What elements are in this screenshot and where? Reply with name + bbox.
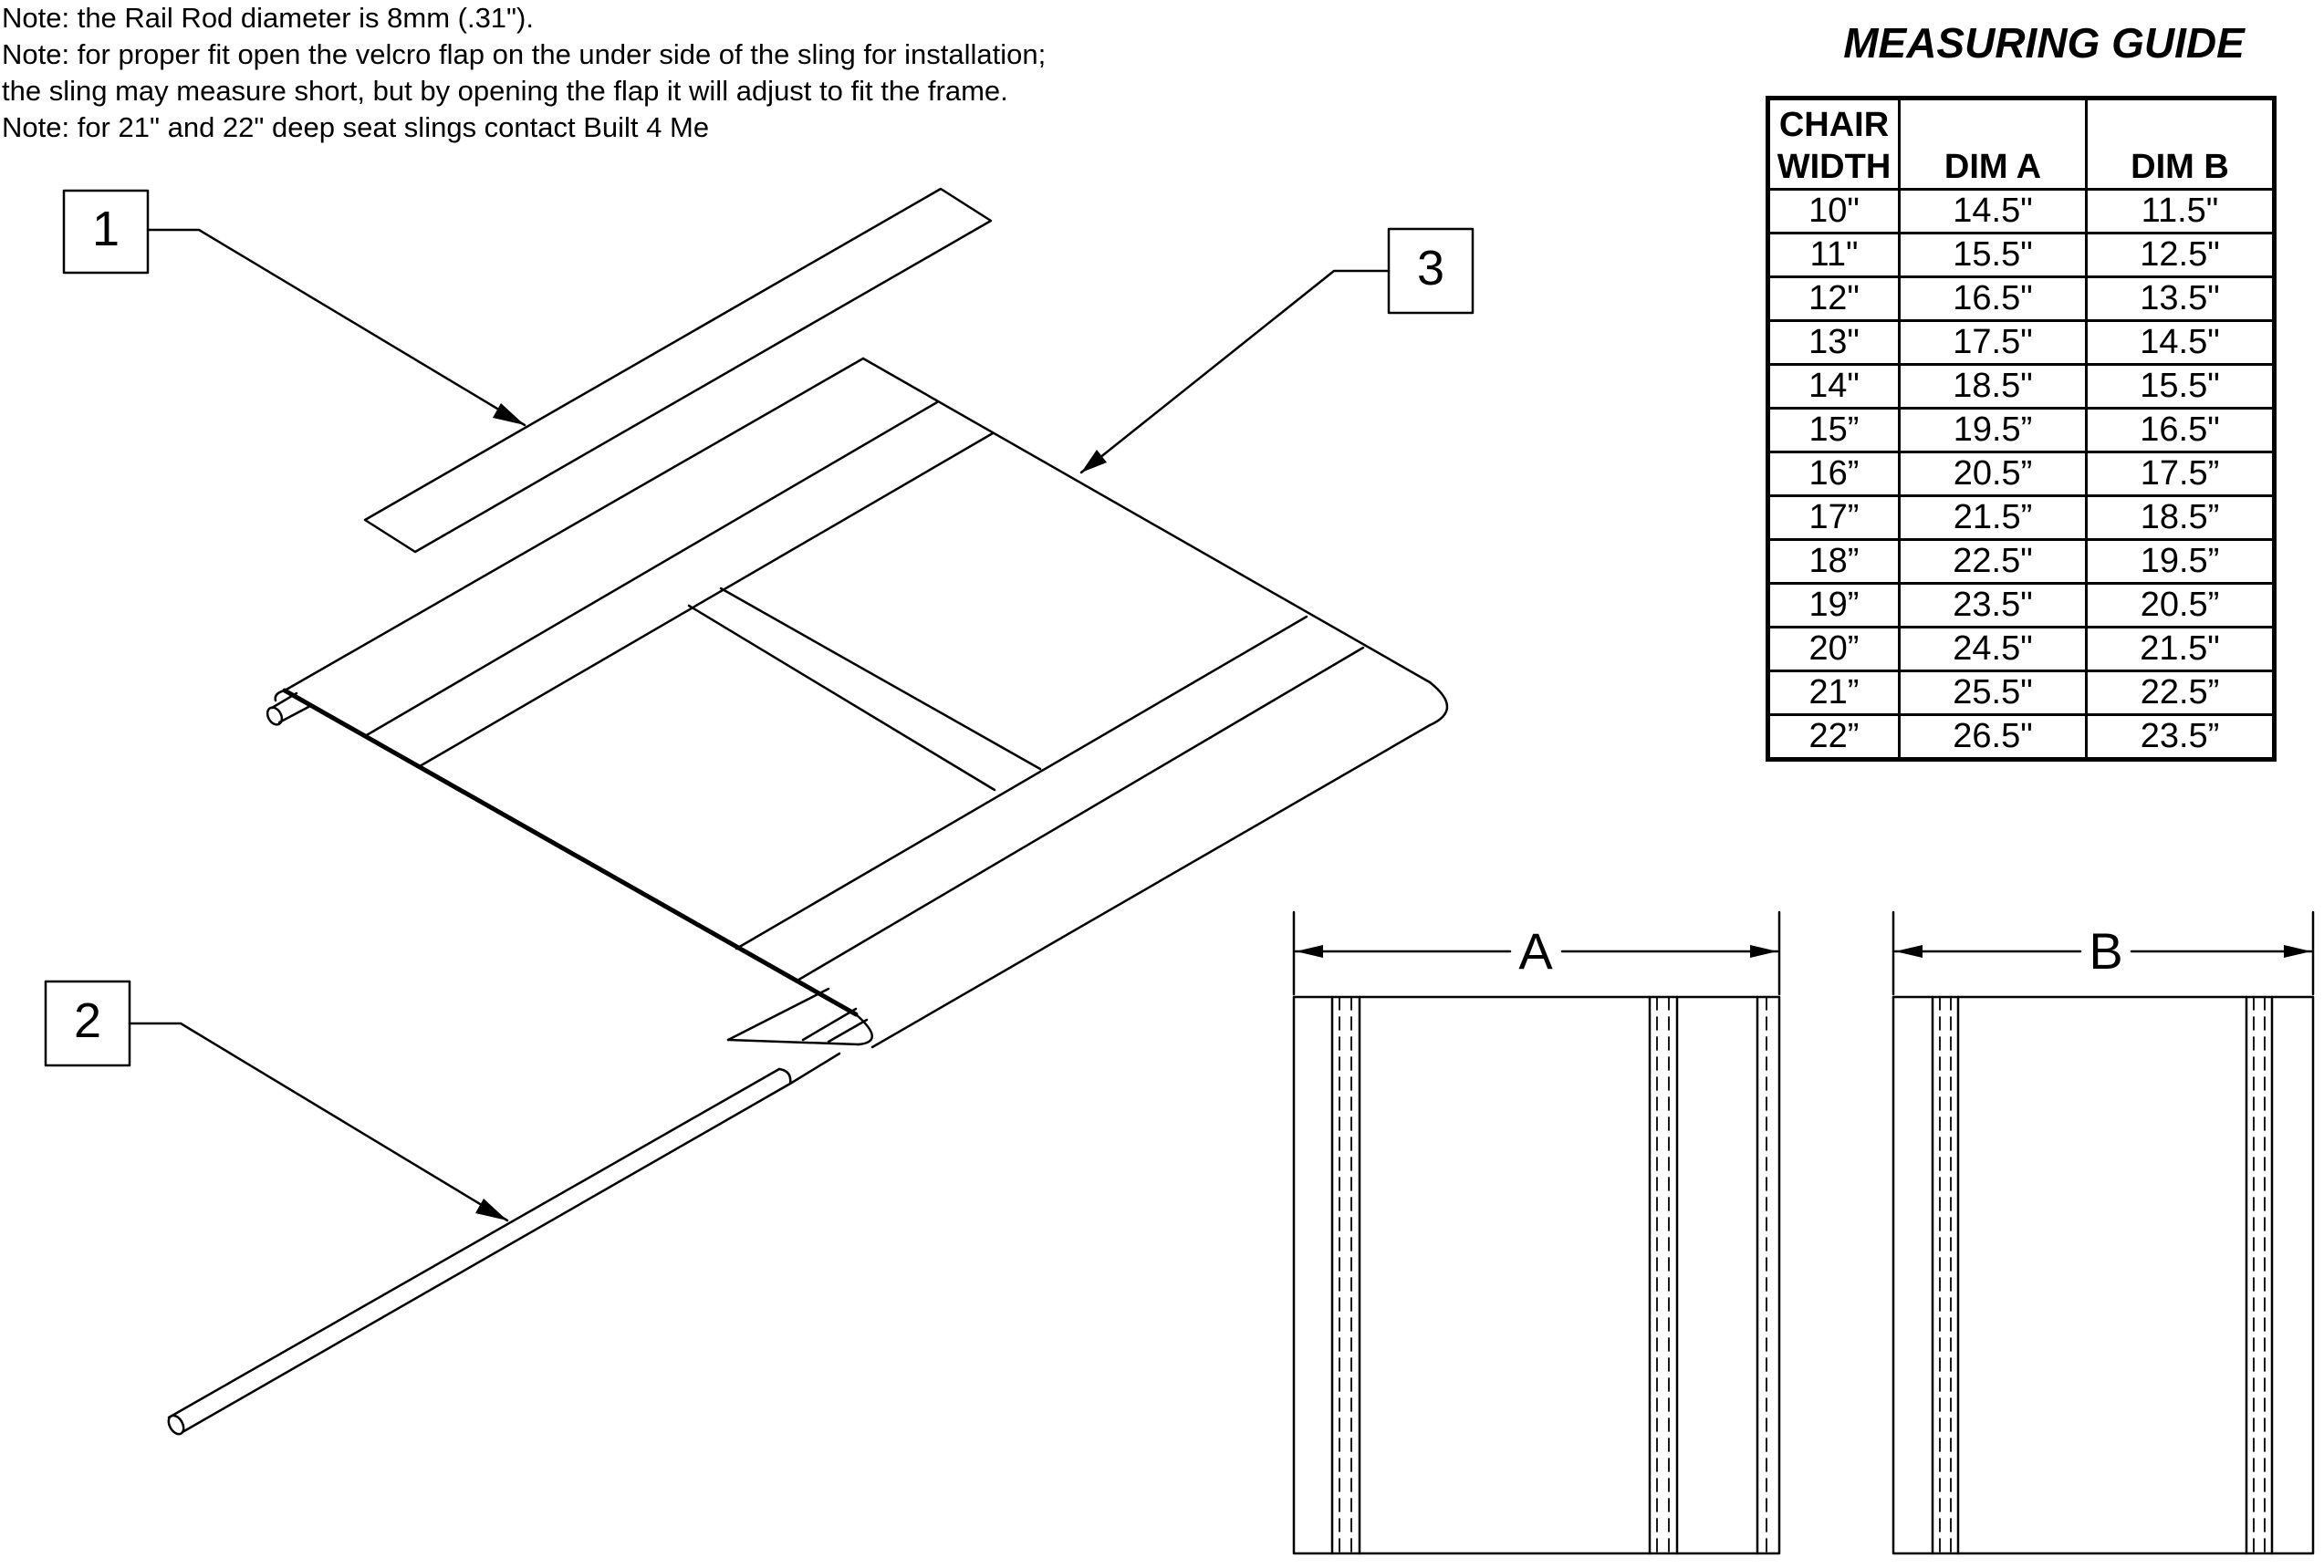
table-header-row: CHAIR WIDTH DIM A DIM B [1766, 97, 2276, 191]
cell-chair-width: 12" [1766, 275, 1901, 322]
table-row: 16”20.5”17.5” [1766, 451, 2276, 497]
table-row: 12"16.5"13.5" [1766, 275, 2276, 322]
cell-chair-width: 14" [1766, 363, 1901, 410]
cell-chair-width: 19” [1766, 582, 1901, 628]
cell-chair-width: 20” [1766, 626, 1901, 672]
cell-dim-b: 17.5” [2085, 451, 2276, 497]
leader-line-3 [1079, 269, 1391, 474]
cell-dim-b: 11.5" [2085, 188, 2276, 234]
table-row: 19”23.5"20.5” [1766, 582, 2276, 628]
cell-dim-b: 13.5" [2085, 275, 2276, 322]
measuring-guide-body: 10"14.5"11.5"11"15.5"12.5"12"16.5"13.5"1… [1766, 188, 2276, 761]
cell-dim-b: 16.5" [2085, 407, 2276, 453]
cell-dim-b: 21.5" [2085, 626, 2276, 672]
cell-dim-a: 21.5” [1898, 494, 2088, 541]
cell-dim-a: 24.5" [1898, 626, 2088, 672]
cell-dim-b: 18.5” [2085, 494, 2276, 541]
header-chair-width: CHAIR WIDTH [1766, 97, 1901, 191]
dimension-view-b [1892, 910, 2315, 1555]
cell-dim-a: 19.5” [1898, 407, 2088, 453]
note-rail-rod: Note: the Rail Rod diameter is 8mm (.31"… [2, 2, 534, 34]
measuring-guide-table: CHAIR WIDTH DIM A DIM B 10"14.5"11.5"11"… [1766, 96, 2277, 762]
cell-dim-a: 14.5" [1898, 188, 2088, 234]
cell-chair-width: 17” [1766, 494, 1901, 541]
cell-dim-a: 18.5" [1898, 363, 2088, 410]
cell-dim-a: 16.5" [1898, 275, 2088, 322]
table-row: 10"14.5"11.5" [1766, 188, 2276, 234]
cell-dim-a: 26.5" [1898, 713, 2088, 761]
cell-dim-a: 17.5" [1898, 319, 2088, 366]
cell-chair-width: 13" [1766, 319, 1901, 366]
callout-label-2: 2 [74, 993, 101, 1048]
table-row: 11"15.5"12.5" [1766, 232, 2276, 278]
cell-dim-a: 15.5" [1898, 232, 2088, 278]
cell-chair-width: 21” [1766, 670, 1901, 716]
dimension-label-a: A [1518, 922, 1553, 980]
callout-label-1: 1 [92, 202, 120, 256]
cell-dim-a: 22.5" [1898, 538, 2088, 585]
velcro-strip [363, 187, 993, 554]
header-dim-b: DIM B [2085, 97, 2276, 191]
cell-chair-width: 22” [1766, 713, 1901, 761]
cell-dim-b: 20.5” [2085, 582, 2276, 628]
installation-notes: Note: the Rail Rod diameter is 8mm (.31"… [2, 0, 1279, 146]
leader-line-2 [128, 1022, 509, 1222]
rail-rod [167, 1052, 841, 1436]
table-row: 15”19.5”16.5" [1766, 407, 2276, 453]
cell-dim-a: 25.5" [1898, 670, 2088, 716]
table-row: 14"18.5"15.5" [1766, 363, 2276, 410]
table-row: 20”24.5"21.5" [1766, 626, 2276, 672]
cell-chair-width: 18” [1766, 538, 1901, 585]
callout-label-3: 3 [1417, 241, 1444, 296]
cell-dim-b: 12.5" [2085, 232, 2276, 278]
cell-dim-a: 23.5" [1898, 582, 2088, 628]
dimension-view-a [1292, 910, 1781, 1555]
seat-sling [266, 357, 1449, 1049]
table-row: 22”26.5"23.5” [1766, 713, 2276, 761]
note-deep-seat: Note: for 21" and 22" deep seat slings c… [2, 111, 710, 143]
dimension-label-b: B [2089, 922, 2122, 980]
cell-dim-b: 15.5" [2085, 363, 2276, 410]
cell-dim-b: 14.5" [2085, 319, 2276, 366]
cell-dim-b: 19.5” [2085, 538, 2276, 585]
table-row: 13"17.5"14.5" [1766, 319, 2276, 366]
cell-chair-width: 11" [1766, 232, 1901, 278]
cell-chair-width: 15” [1766, 407, 1901, 453]
cell-chair-width: 16” [1766, 451, 1901, 497]
table-row: 18”22.5"19.5” [1766, 538, 2276, 585]
cell-dim-a: 20.5” [1898, 451, 2088, 497]
cell-dim-b: 22.5” [2085, 670, 2276, 716]
table-row: 17”21.5”18.5” [1766, 494, 2276, 541]
cell-dim-b: 23.5” [2085, 713, 2276, 761]
cell-chair-width: 10" [1766, 188, 1901, 234]
callout-box-1 [62, 189, 150, 275]
callout-box-2 [44, 980, 131, 1067]
measuring-guide-title: MEASURING GUIDE [1843, 19, 2245, 67]
note-velcro-flap: Note: for proper fit open the velcro fla… [2, 38, 1047, 70]
leader-line-1 [146, 228, 526, 427]
note-sling-adjust: the sling may measure short, but by open… [2, 75, 1008, 107]
table-row: 21”25.5"22.5” [1766, 670, 2276, 716]
header-dim-a: DIM A [1898, 97, 2088, 191]
